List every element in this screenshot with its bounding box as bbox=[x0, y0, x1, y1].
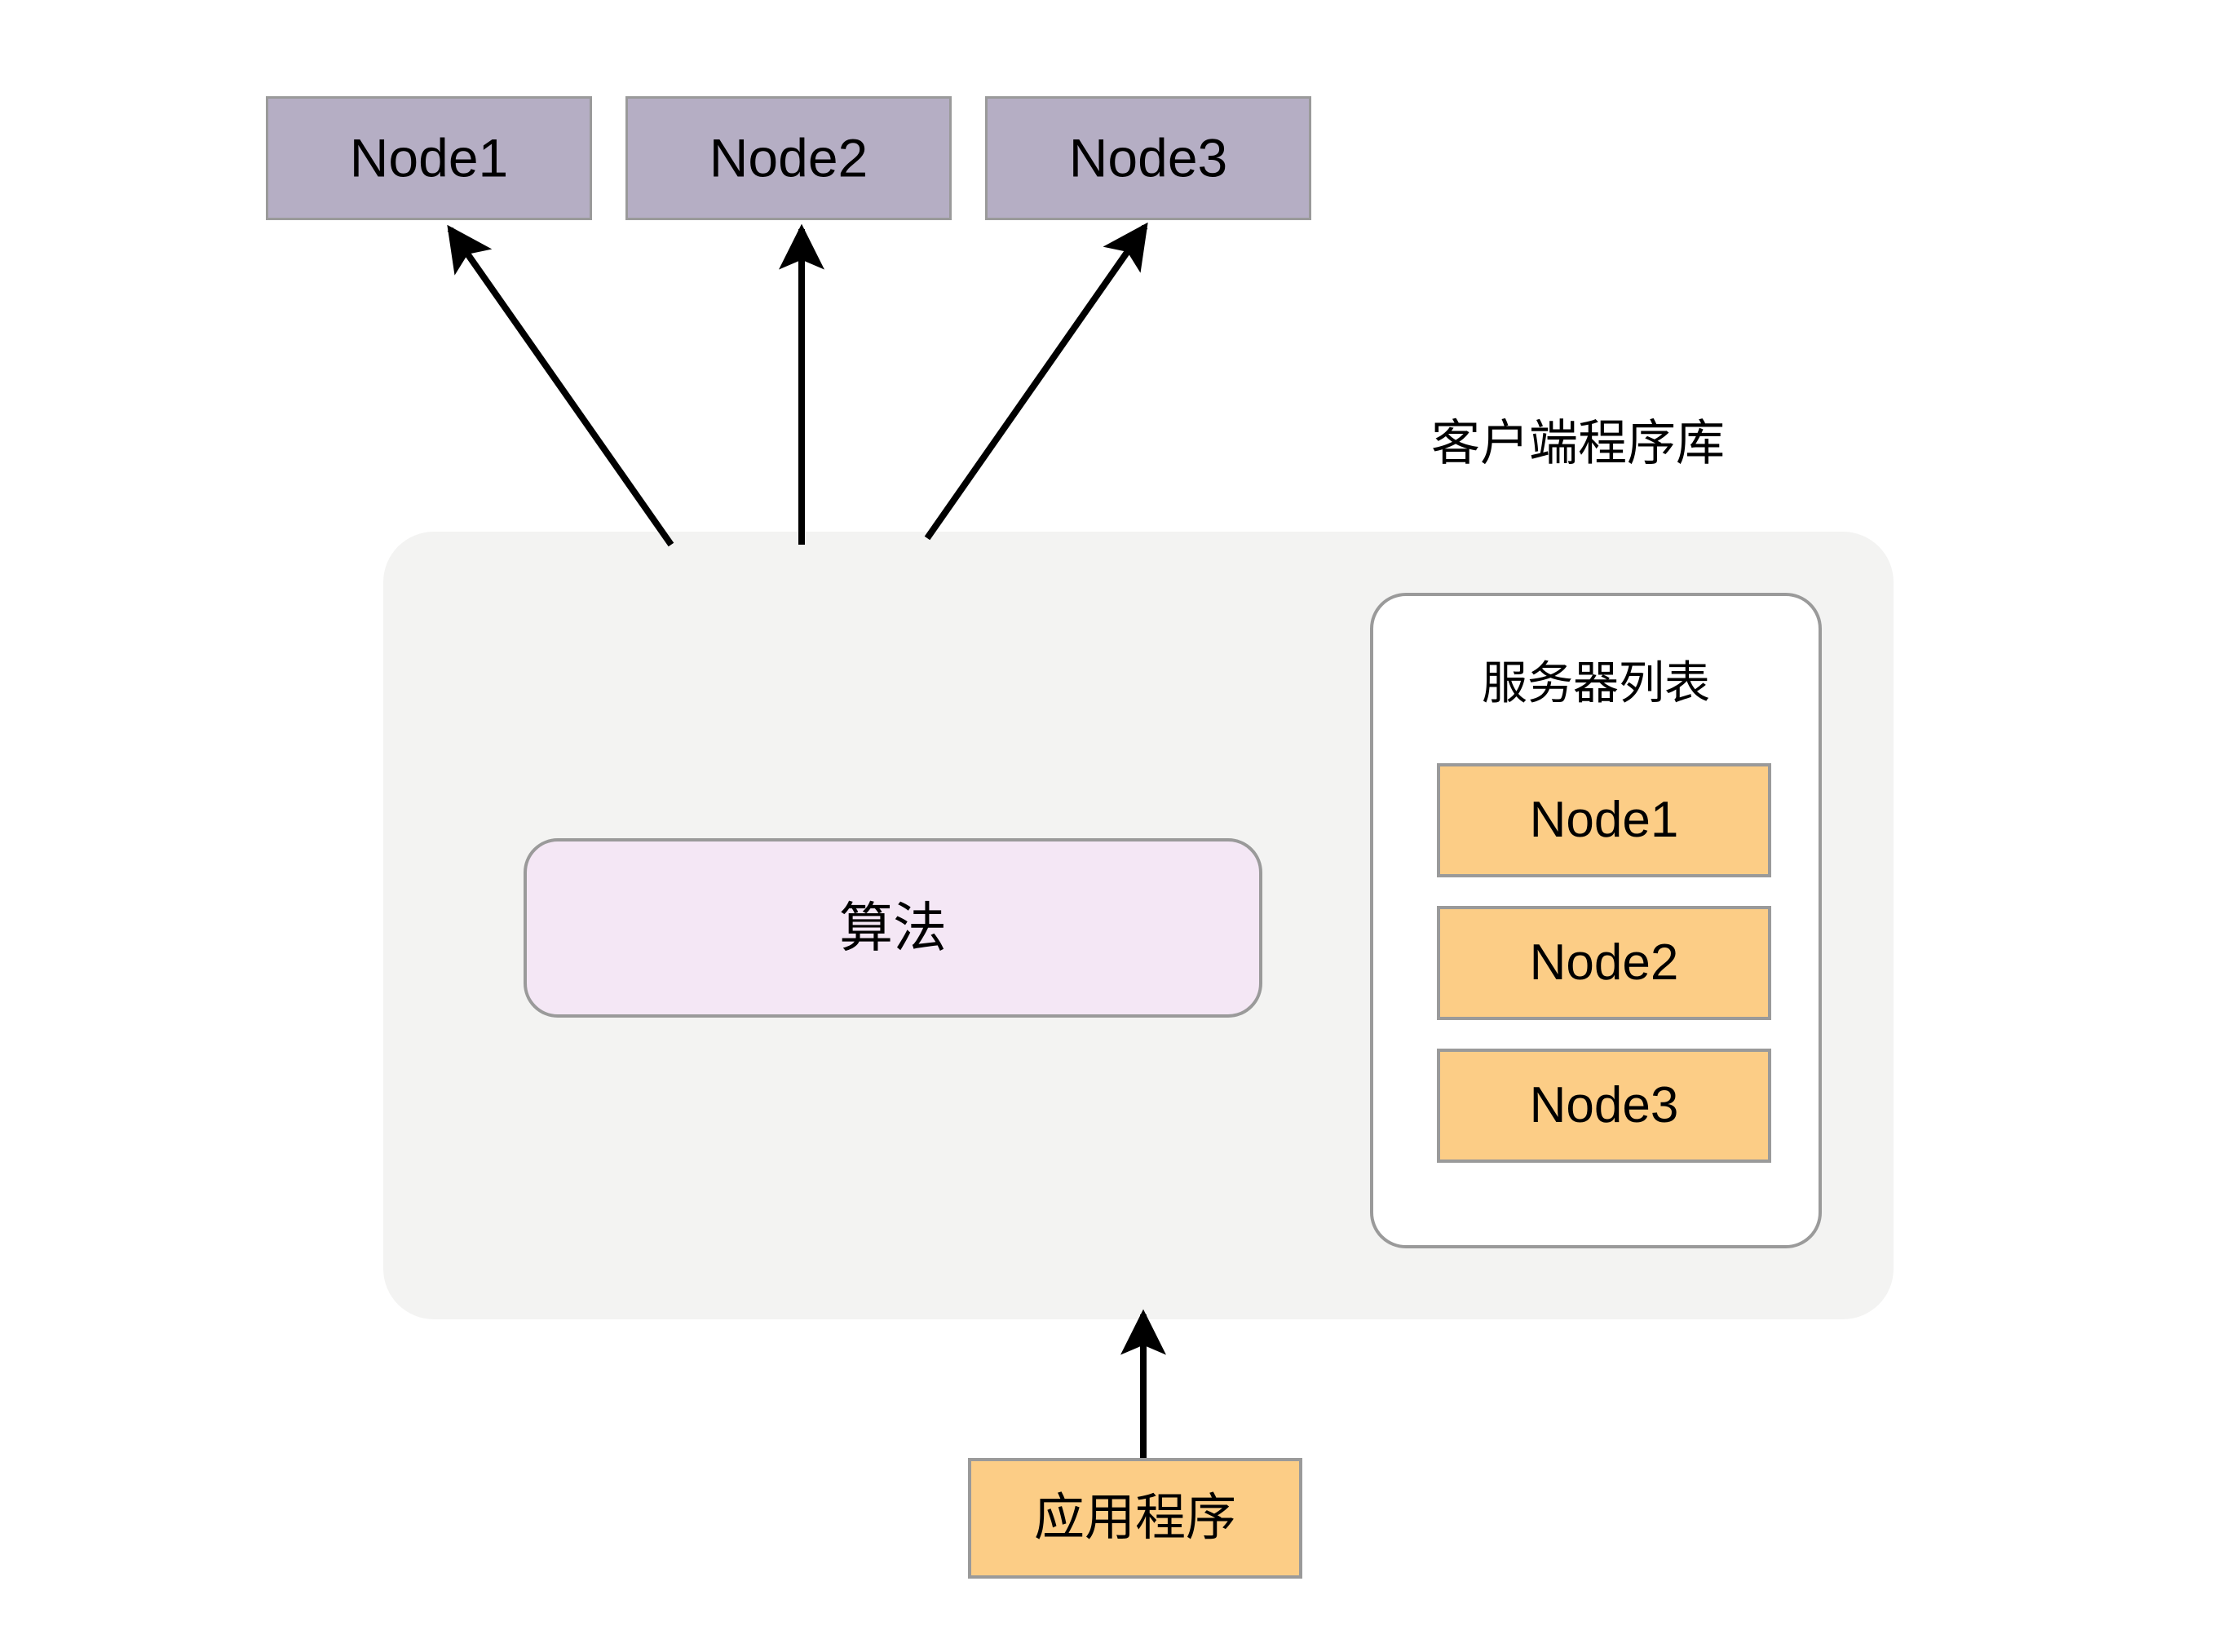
server-list-title: 服务器列表 bbox=[1482, 657, 1710, 709]
algorithm-box-label: 算法 bbox=[839, 897, 947, 958]
algorithm-box[interactable]: 算法 bbox=[524, 838, 1262, 1018]
connector-library-to-node1 bbox=[447, 224, 674, 547]
server-node-3[interactable]: Node3 bbox=[985, 96, 1311, 220]
server-node-3-label: Node3 bbox=[1068, 127, 1228, 188]
server-node-2[interactable]: Node2 bbox=[625, 96, 952, 220]
server-node-1[interactable]: Node1 bbox=[266, 96, 592, 220]
server-list-panel[interactable]: 服务器列表 Node1 Node2 Node3 bbox=[1370, 593, 1822, 1248]
connector-library-to-node3 bbox=[924, 222, 1148, 541]
server-list-item-label: Node2 bbox=[1529, 934, 1679, 991]
server-list-item-label: Node1 bbox=[1529, 791, 1679, 848]
server-node-1-label: Node1 bbox=[349, 127, 509, 188]
application-box-label: 应用程序 bbox=[1033, 1489, 1236, 1546]
server-list-item[interactable]: Node3 bbox=[1437, 1049, 1771, 1163]
server-list-item[interactable]: Node1 bbox=[1437, 763, 1771, 877]
server-node-2-label: Node2 bbox=[709, 127, 868, 188]
client-library-title: 客户端程序库 bbox=[1431, 416, 1725, 470]
server-list-item-label: Node3 bbox=[1529, 1076, 1679, 1133]
application-box[interactable]: 应用程序 bbox=[968, 1458, 1302, 1579]
server-list-item[interactable]: Node2 bbox=[1437, 906, 1771, 1020]
